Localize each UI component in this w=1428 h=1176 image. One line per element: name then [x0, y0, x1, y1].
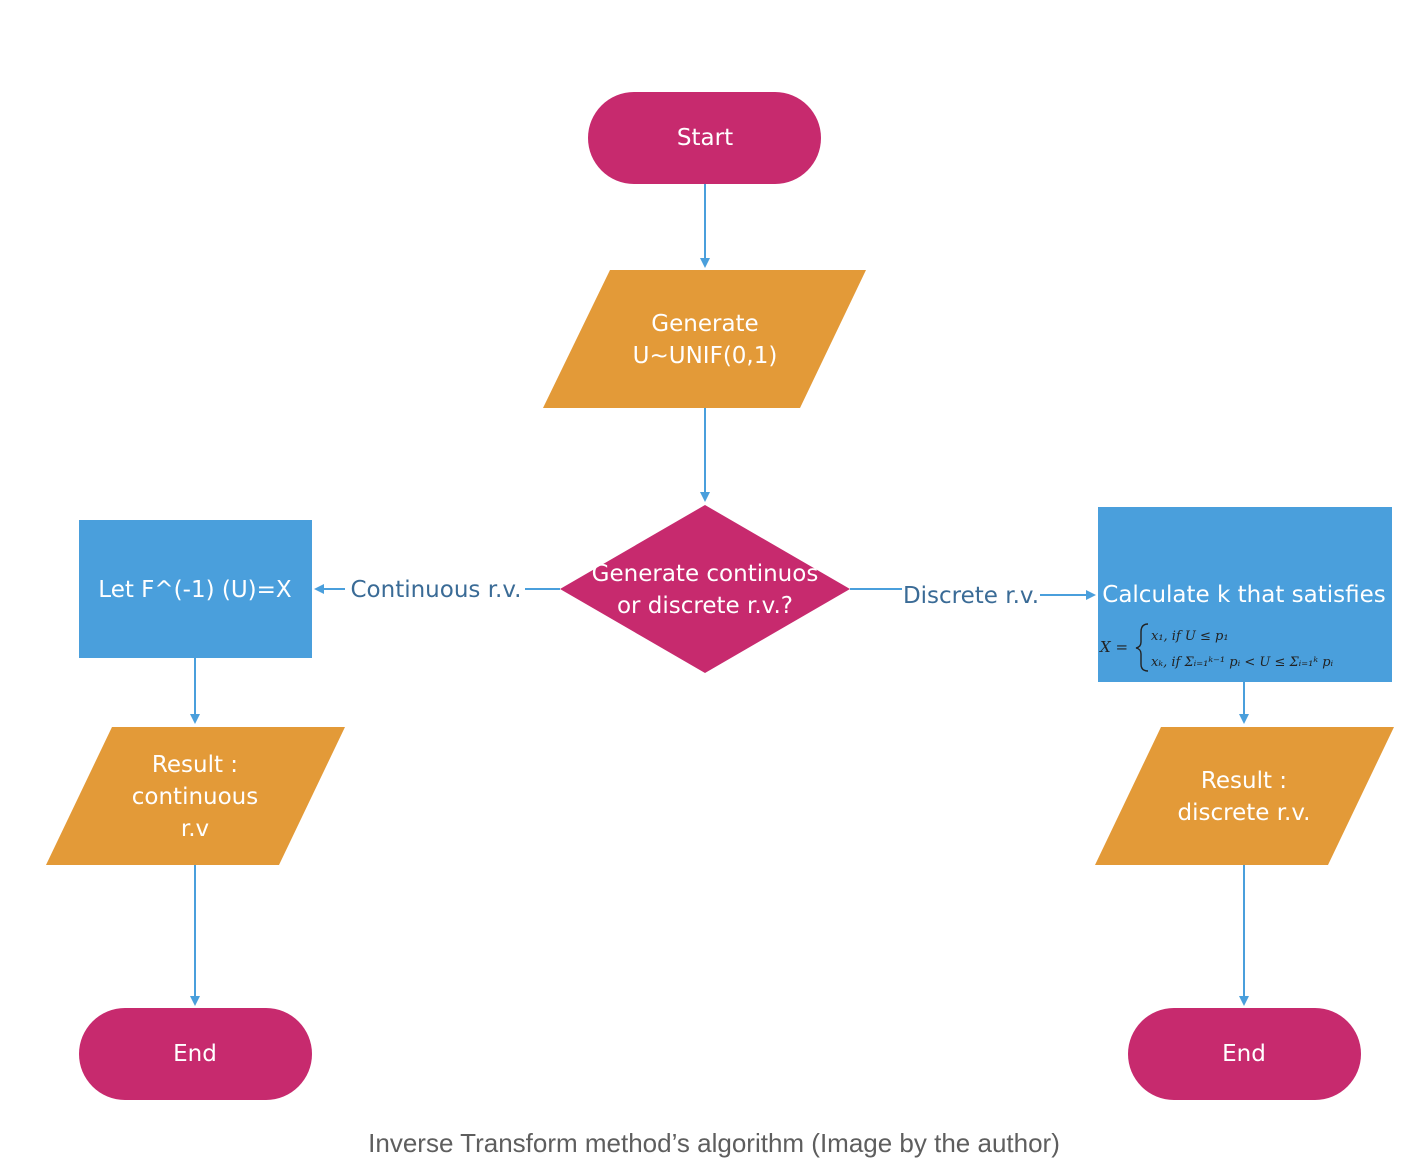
right-result-line1: Result :	[1201, 768, 1287, 794]
right-process-label: Calculate k that satisfies	[1102, 582, 1385, 608]
right-end-label: End	[1222, 1041, 1266, 1067]
edges	[190, 184, 1249, 1006]
edge-label-continuous: Continuous r.v.	[350, 577, 521, 603]
left-end-terminal	[79, 1008, 312, 1100]
generate-u-line1: Generate	[651, 311, 758, 337]
left-process-label: Let F^(-1) (U)=X	[98, 577, 292, 603]
decision-line1: Generate continuos	[592, 561, 819, 587]
right-end-terminal	[1128, 1008, 1361, 1100]
start-terminal	[588, 92, 821, 184]
right-process-formula-lhs: X =	[1099, 638, 1128, 656]
right-process-formula-row2: xₖ, if Σᵢ₌₁ᵏ⁻¹ pᵢ < U ≤ Σᵢ₌₁ᵏ pᵢ	[1151, 655, 1334, 670]
formula-brace	[1135, 623, 1149, 672]
left-process	[79, 520, 312, 658]
left-result-line3: r.v	[181, 816, 209, 842]
edge-label-discrete: Discrete r.v.	[903, 583, 1039, 609]
right-result-line2: discrete r.v.	[1178, 800, 1311, 826]
left-result-line2: continuous	[132, 784, 259, 810]
generate-u-io	[543, 270, 866, 408]
generate-u-line2: U~UNIF(0,1)	[633, 343, 778, 369]
start-label: Start	[677, 125, 733, 151]
figure-caption: Inverse Transform method’s algorithm (Im…	[368, 1128, 1060, 1158]
right-process	[1098, 507, 1392, 682]
left-result-io	[46, 727, 345, 865]
left-result-line1: Result :	[152, 752, 238, 778]
decision-line2: or discrete r.v.?	[617, 593, 793, 619]
right-process-formula-row1: x₁, if U ≤ p₁	[1151, 629, 1229, 644]
flowchart: Continuous r.v. Discrete r.v. Start Gene…	[46, 92, 1394, 1100]
left-end-label: End	[173, 1041, 217, 1067]
decision-diamond	[560, 505, 850, 673]
right-result-io	[1095, 727, 1394, 865]
